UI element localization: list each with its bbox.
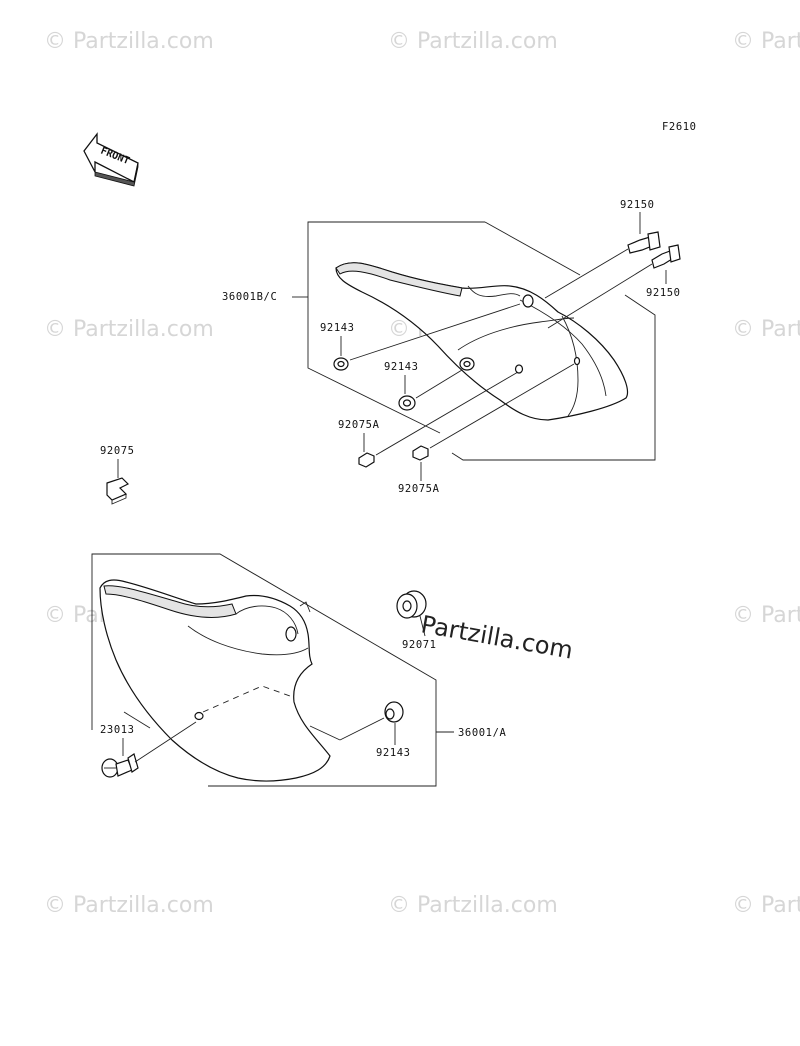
callout-collar-left: 92075A: [338, 419, 380, 431]
grommet-icon: [333, 303, 521, 371]
watermark: © Partzilla.com: [732, 603, 800, 628]
callout-cover-lower: 36001/A: [458, 727, 507, 739]
callout-cover-upper: 36001B/C: [222, 291, 277, 303]
callout-grommet-lower: 92143: [376, 747, 411, 759]
side-cover-upper: [335, 262, 629, 421]
figure-code: F2610: [662, 121, 697, 133]
collar-icon: [412, 363, 575, 461]
callout-bolt-top: 92150: [620, 199, 655, 211]
callout-collar-right: 92075A: [398, 483, 440, 495]
watermark: © Partzilla.com: [44, 29, 214, 54]
bolt-icon: [544, 231, 661, 299]
watermark: © Partzilla.com: [44, 317, 214, 342]
callout-grommet-loose: 92071: [402, 639, 437, 651]
watermark: © Partzilla.com: [44, 893, 214, 918]
grommet-icon: [396, 590, 427, 637]
bolt-icon: [547, 244, 681, 329]
watermark: © Partzilla.com: [732, 893, 800, 918]
grommet-icon: [398, 357, 475, 411]
watermark: © Partzilla.com: [388, 29, 558, 54]
callout-fastener: 23013: [100, 724, 135, 736]
watermark-layer: © Partzilla.com © Partzilla.com © Partzi…: [44, 29, 800, 918]
callout-clip: 92075: [100, 445, 135, 457]
center-watermark-text: Partzilla.com: [419, 610, 575, 664]
watermark: © Partzilla.com: [732, 29, 800, 54]
clip-icon: [106, 477, 130, 505]
watermark: © Partzilla.com: [732, 317, 800, 342]
lower-assembly: [91, 553, 454, 787]
grommet-icon: [309, 701, 404, 741]
watermark: © Partzilla.com: [388, 893, 558, 918]
callout-bolt-right: 92150: [646, 287, 681, 299]
callout-grommet-left: 92143: [320, 322, 355, 334]
callout-grommet-mid: 92143: [384, 361, 419, 373]
center-watermark: Partzilla.com: [419, 610, 575, 664]
side-cover-lower: [99, 579, 331, 782]
callout-labels: 92150 92150 36001B/C 92143 92143 92075A …: [100, 199, 681, 759]
front-arrow-icon: FRONT: [83, 132, 139, 187]
fastener-icon: [101, 721, 197, 778]
upper-assembly: [292, 221, 681, 468]
collar-icon: [358, 364, 524, 468]
